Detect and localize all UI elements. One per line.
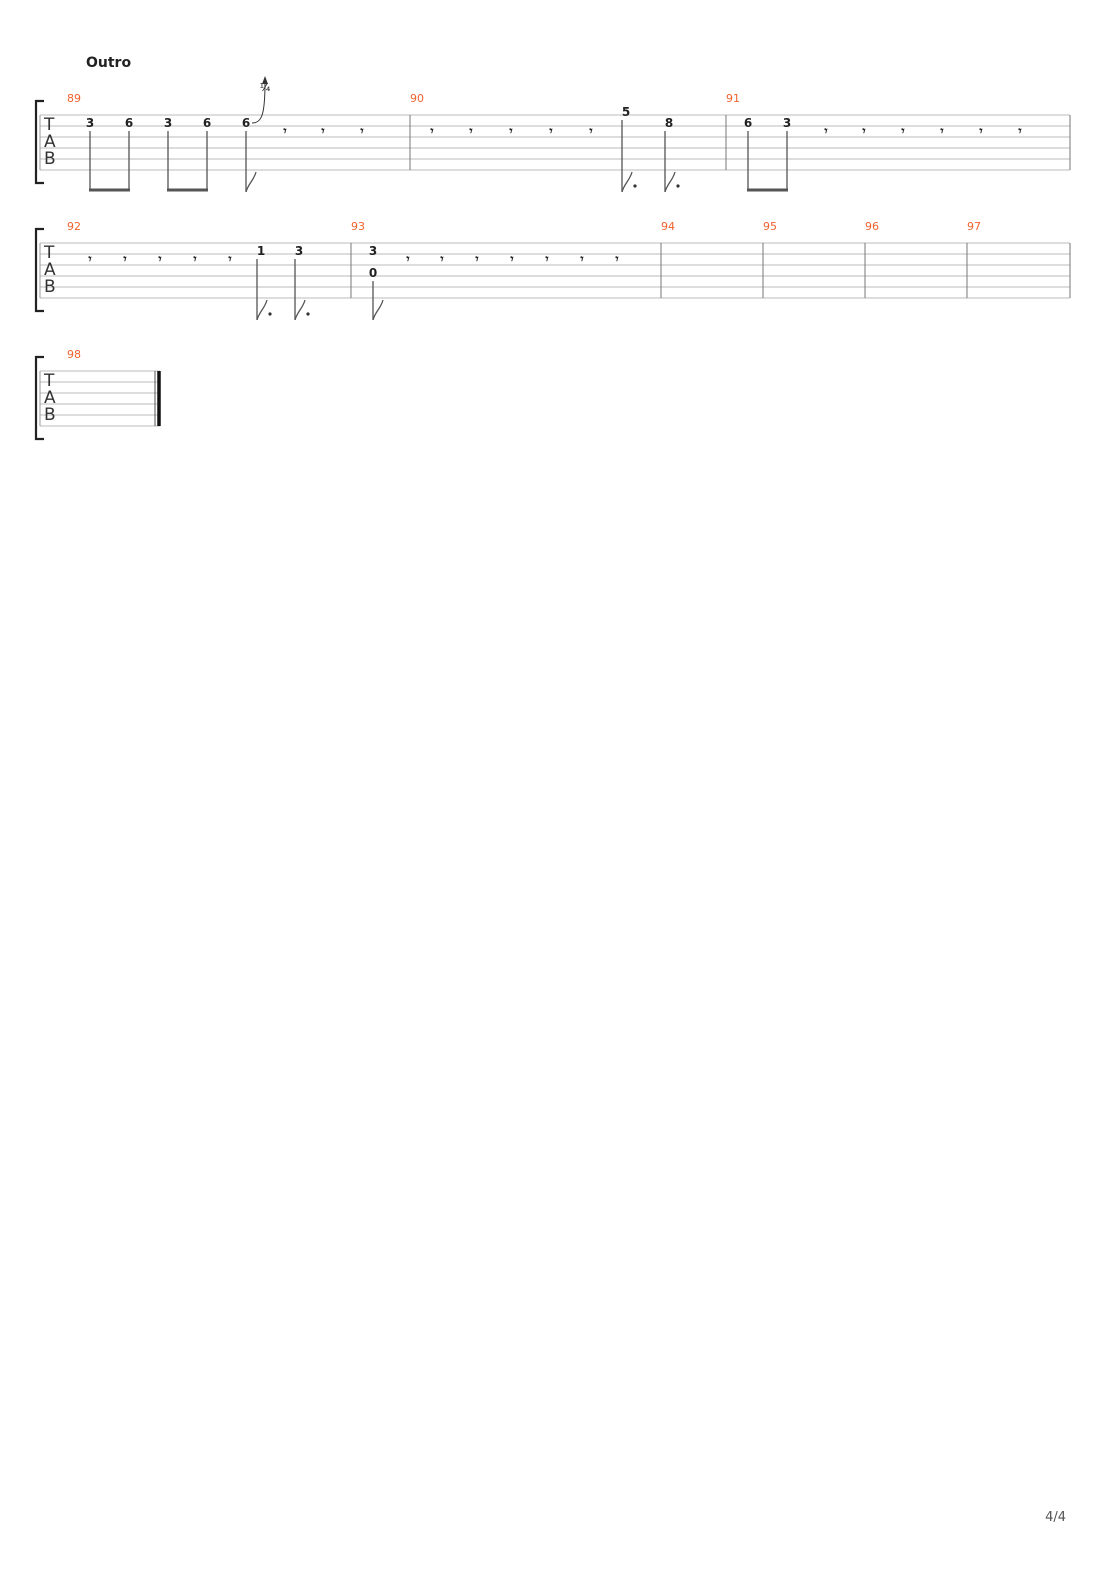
svg-text:T: T xyxy=(43,115,55,135)
note-stem xyxy=(747,131,788,190)
eighth-rest: 𝄾 xyxy=(1017,124,1022,138)
tab-clef: T A B xyxy=(43,371,56,425)
measure-number: 91 xyxy=(726,92,740,105)
tab-staff xyxy=(39,114,1070,171)
measure-90: 𝄾 𝄾 𝄾 𝄾 𝄾 5 8 xyxy=(429,105,680,193)
system-bracket xyxy=(34,227,44,313)
fret-number: 3 xyxy=(783,116,791,130)
svg-text:B: B xyxy=(44,405,56,425)
fret-number: 3 xyxy=(295,244,303,258)
page-number: 4/4 xyxy=(1045,1510,1066,1525)
svg-text:B: B xyxy=(44,277,56,297)
eighth-rest: 𝄾 xyxy=(900,124,905,138)
eighth-rest: 𝄾 xyxy=(282,124,287,138)
fret-number: 6 xyxy=(744,116,752,130)
eighth-rest: 𝄾 xyxy=(359,124,364,138)
eighth-note-flag xyxy=(372,281,384,321)
fret-number: 3 xyxy=(86,116,94,130)
fret-number: 5 xyxy=(622,105,630,119)
eighth-rest: 𝄾 xyxy=(861,124,866,138)
note-stem xyxy=(89,131,208,190)
eighth-rest: 𝄾 xyxy=(157,252,162,266)
measure-92: 𝄾 𝄾 𝄾 𝄾 𝄾 1 3 xyxy=(87,244,310,321)
tab-clef: T A B xyxy=(43,243,56,297)
dot xyxy=(633,184,637,188)
fret-number: 3 xyxy=(369,244,377,258)
eighth-rest: 𝄾 xyxy=(978,124,983,138)
measure-number: 98 xyxy=(67,348,81,361)
eighth-rest: 𝄾 xyxy=(468,124,473,138)
dot xyxy=(306,312,310,316)
eighth-rest: 𝄾 xyxy=(87,252,92,266)
system-bracket xyxy=(34,355,44,441)
eighth-rest: 𝄾 xyxy=(122,252,127,266)
measure-89: 3 6 3 6 6 ¼ 𝄾 𝄾 𝄾 xyxy=(86,76,364,193)
dot xyxy=(268,312,272,316)
fret-number: 6 xyxy=(242,116,250,130)
tab-system: T A B 89 90 91 3 6 3 6 6 xyxy=(34,76,1071,193)
tab-staff xyxy=(39,370,160,427)
fret-number: 6 xyxy=(203,116,211,130)
eighth-rest: 𝄾 xyxy=(474,252,479,266)
dotted-eighth-note xyxy=(621,120,676,193)
eighth-rest: 𝄾 xyxy=(429,124,434,138)
svg-text:A: A xyxy=(44,260,56,280)
measure-number: 97 xyxy=(967,220,981,233)
fret-number: 1 xyxy=(257,244,265,258)
eighth-rest: 𝄾 xyxy=(588,124,593,138)
measure-number: 94 xyxy=(661,220,675,233)
svg-text:A: A xyxy=(44,132,56,152)
eighth-rest: 𝄾 xyxy=(227,252,232,266)
measure-number: 95 xyxy=(763,220,777,233)
dot xyxy=(676,184,680,188)
eighth-rest: 𝄾 xyxy=(548,124,553,138)
measure-number: 96 xyxy=(865,220,879,233)
fret-number: 0 xyxy=(369,266,377,280)
fret-number: 6 xyxy=(125,116,133,130)
tab-system: T A B 92 93 94 95 96 97 𝄾 𝄾 𝄾 𝄾 𝄾 1 3 xyxy=(34,220,1071,321)
measure-number: 92 xyxy=(67,220,81,233)
eighth-note-flag xyxy=(245,131,257,193)
system-bracket xyxy=(34,99,44,185)
tab-system: T A B 98 xyxy=(34,348,161,441)
dotted-eighth-note xyxy=(256,259,306,321)
measure-number: 93 xyxy=(351,220,365,233)
svg-text:A: A xyxy=(44,388,56,408)
tab-clef: T A B xyxy=(43,115,56,169)
svg-text:T: T xyxy=(43,243,55,263)
eighth-rest: 𝄾 xyxy=(439,252,444,266)
tab-staff xyxy=(39,242,1070,299)
eighth-rest: 𝄾 xyxy=(939,124,944,138)
measure-91: 6 3 𝄾 𝄾 𝄾 𝄾 𝄾 𝄾 xyxy=(744,116,1022,192)
eighth-rest: 𝄾 xyxy=(579,252,584,266)
section-title: Outro xyxy=(86,55,131,71)
measure-number: 89 xyxy=(67,92,81,105)
eighth-rest: 𝄾 xyxy=(192,252,197,266)
svg-text:T: T xyxy=(43,371,55,391)
svg-text:B: B xyxy=(44,149,56,169)
fret-number: 3 xyxy=(164,116,172,130)
eighth-rest: 𝄾 xyxy=(614,252,619,266)
fret-number: 8 xyxy=(665,116,673,130)
measure-93: 3 0 𝄾 𝄾 𝄾 𝄾 𝄾 𝄾 𝄾 xyxy=(369,244,619,321)
eighth-rest: 𝄾 xyxy=(320,124,325,138)
bend-label: ¼ xyxy=(260,81,271,94)
eighth-rest: 𝄾 xyxy=(823,124,828,138)
eighth-rest: 𝄾 xyxy=(508,124,513,138)
bend-arrow xyxy=(251,76,268,124)
eighth-rest: 𝄾 xyxy=(509,252,514,266)
eighth-rest: 𝄾 xyxy=(405,252,410,266)
measure-number: 90 xyxy=(410,92,424,105)
eighth-rest: 𝄾 xyxy=(544,252,549,266)
